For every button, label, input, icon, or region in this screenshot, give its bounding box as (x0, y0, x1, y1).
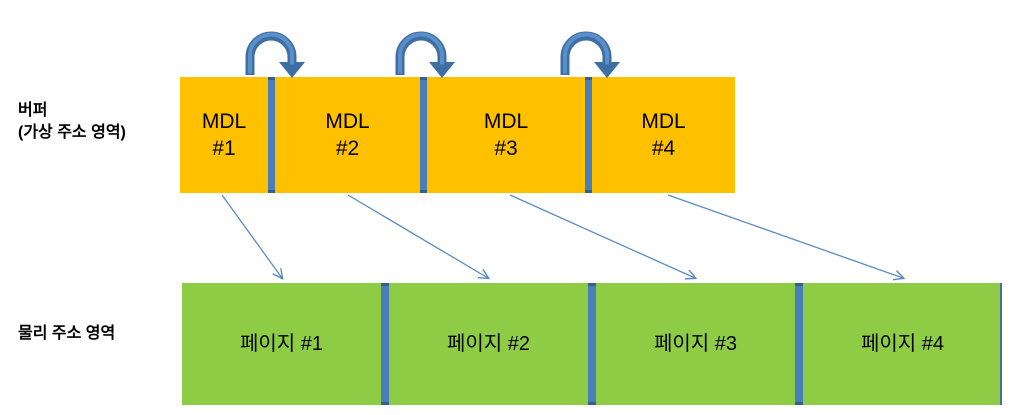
mdl-to-page-mapping-arrow-3 (509, 194, 695, 278)
page-block-2-label: 페이지 #2 (446, 332, 530, 355)
mdl-block-1-label: MDL #1 (201, 110, 247, 160)
buffer-divider-2 (420, 77, 427, 193)
mdl-to-page-mapping-arrow-2 (347, 194, 488, 278)
mdl-block-1[interactable]: MDL #1 (180, 77, 268, 193)
physical-divider-2 (588, 283, 596, 405)
physical-divider-1 (381, 283, 389, 405)
chained-link-arrow-1 (245, 31, 305, 78)
page-block-1[interactable]: 페이지 #1 (182, 283, 381, 405)
physical-region-label: 물리 주소 영역 (18, 323, 115, 345)
physical-label-line-1: 물리 주소 영역 (18, 325, 116, 342)
page-block-1-label: 페이지 #1 (239, 332, 323, 355)
page-block-3-label: 페이지 #3 (653, 332, 737, 355)
buffer-divider-1 (268, 77, 275, 193)
buffer-region-label: 버퍼 (가상 주소 영역) (18, 100, 126, 144)
chained-link-arrow-3 (560, 31, 620, 78)
mdl-to-page-mapping-arrow-4 (667, 194, 903, 278)
buffer-label-line-2: (가상 주소 영역) (18, 124, 126, 141)
page-block-4[interactable]: 페이지 #4 (803, 283, 1002, 405)
physical-memory-bar: 페이지 #1 페이지 #2 페이지 #3 페이지 #4 (182, 283, 1002, 405)
buffer-label-line-1: 버퍼 (18, 102, 48, 119)
mdl-block-3-label: MDL #3 (483, 110, 529, 160)
chained-link-arrow-2 (395, 31, 455, 78)
mdl-block-3[interactable]: MDL #3 (427, 77, 585, 193)
virtual-buffer-bar: MDL #1 MDL #2 MDL #3 MDL #4 (180, 77, 735, 193)
mdl-block-2-label: MDL #2 (325, 110, 370, 160)
mdl-block-4[interactable]: MDL #4 (592, 77, 735, 193)
mdl-block-4-label: MDL #4 (641, 110, 686, 160)
page-block-4-label: 페이지 #4 (860, 332, 944, 355)
physical-divider-3 (795, 283, 803, 405)
page-block-3[interactable]: 페이지 #3 (596, 283, 795, 405)
buffer-divider-3 (585, 77, 592, 193)
mdl-to-page-mapping-arrow-1 (221, 194, 282, 278)
page-block-2[interactable]: 페이지 #2 (389, 283, 588, 405)
mdl-block-2[interactable]: MDL #2 (275, 77, 420, 193)
